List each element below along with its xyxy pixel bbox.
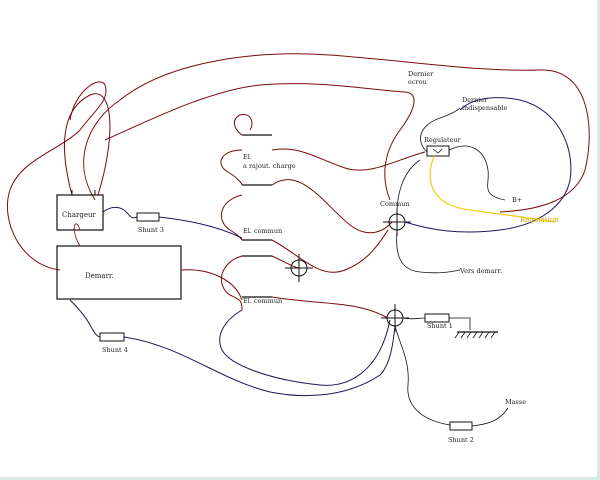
label-dernier-ecrou-1: Dernier (408, 70, 434, 78)
label-element3: El. commun (243, 297, 282, 305)
wire-el1-to-regulateur (271, 148, 426, 171)
shunt1-box (424, 313, 450, 323)
label-masse: Masse (505, 398, 526, 406)
label-dernier-indispensable-1: Dernier (462, 96, 488, 104)
label-commun: Commun (380, 200, 410, 208)
demarreur-box (56, 245, 182, 300)
label-dernier-ecrou-2: ecrou (408, 78, 427, 86)
wire-chargeur-to-dernier (64, 93, 111, 196)
label-regulateur: Regulateur (424, 136, 462, 144)
shunt2-box (449, 421, 473, 431)
shunt3-box (136, 212, 160, 222)
label-shunt4: Shunt 4 (102, 346, 128, 354)
label-shunt3: Shunt 3 (138, 226, 164, 234)
wire-regulation (429, 155, 556, 223)
label-chargeur: Chargeur (62, 211, 97, 219)
label-dernier-indispensable-2: indispensable (462, 104, 507, 112)
regulateur-box (426, 145, 450, 157)
label-vers-demarreur: Vers demarr. (459, 267, 502, 275)
label-shunt1: Shunt 1 (427, 322, 453, 330)
wire-outer-loop (83, 53, 590, 213)
wire-left-loop (6, 81, 107, 271)
label-regulation: Regulation (520, 216, 559, 224)
label-element2: El. commun (243, 227, 282, 235)
label-element1-a: El. (243, 153, 252, 161)
label-element1-b: a rajout. charge (243, 162, 296, 170)
label-shunt2: Shunt 2 (448, 436, 474, 444)
wire-dernier-ecrou (104, 83, 415, 201)
shunt4-box (99, 332, 125, 342)
label-b-plus: B+ (512, 196, 522, 204)
label-demarreur: Demarr. (85, 272, 114, 280)
